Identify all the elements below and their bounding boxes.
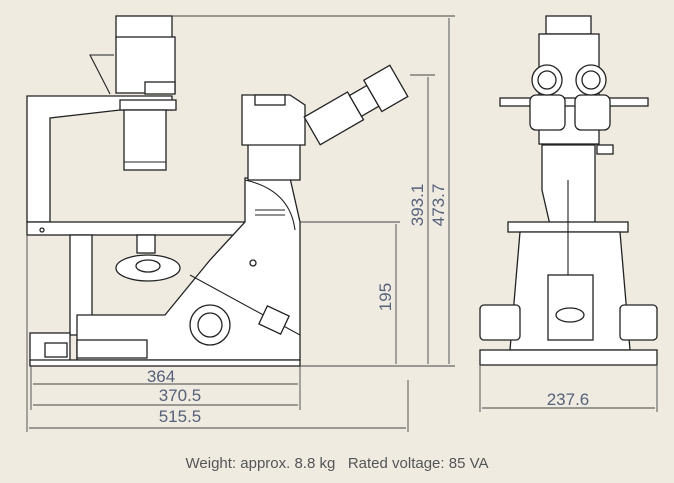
dimension-473-7: 473.7 xyxy=(429,184,448,227)
condenser xyxy=(123,109,167,171)
power-socket xyxy=(44,342,68,358)
lamp-housing-top xyxy=(115,15,173,39)
microscope-body xyxy=(76,177,301,361)
dimension-364: 364 xyxy=(147,367,175,386)
front-base xyxy=(479,349,658,366)
dimension-515-5: 515.5 xyxy=(159,407,202,426)
eyepiece xyxy=(362,64,409,113)
left-knob xyxy=(479,304,521,341)
specs-caption: Weight: approx. 8.8 kg Rated voltage: 85… xyxy=(185,455,489,472)
dimension-370-5: 370.5 xyxy=(159,386,202,405)
eyepiece-tube xyxy=(303,64,409,146)
front-bar xyxy=(499,97,649,107)
dimension-195: 195 xyxy=(376,283,395,311)
dimension-237-6: 237.6 xyxy=(547,390,590,409)
stage xyxy=(26,221,246,236)
column xyxy=(247,139,301,181)
front-view-microscope xyxy=(479,15,658,366)
dimension-lines xyxy=(26,15,658,432)
side-view-microscope xyxy=(26,15,409,367)
right-knob xyxy=(619,304,658,341)
dimension-393-1: 393.1 xyxy=(408,184,427,227)
